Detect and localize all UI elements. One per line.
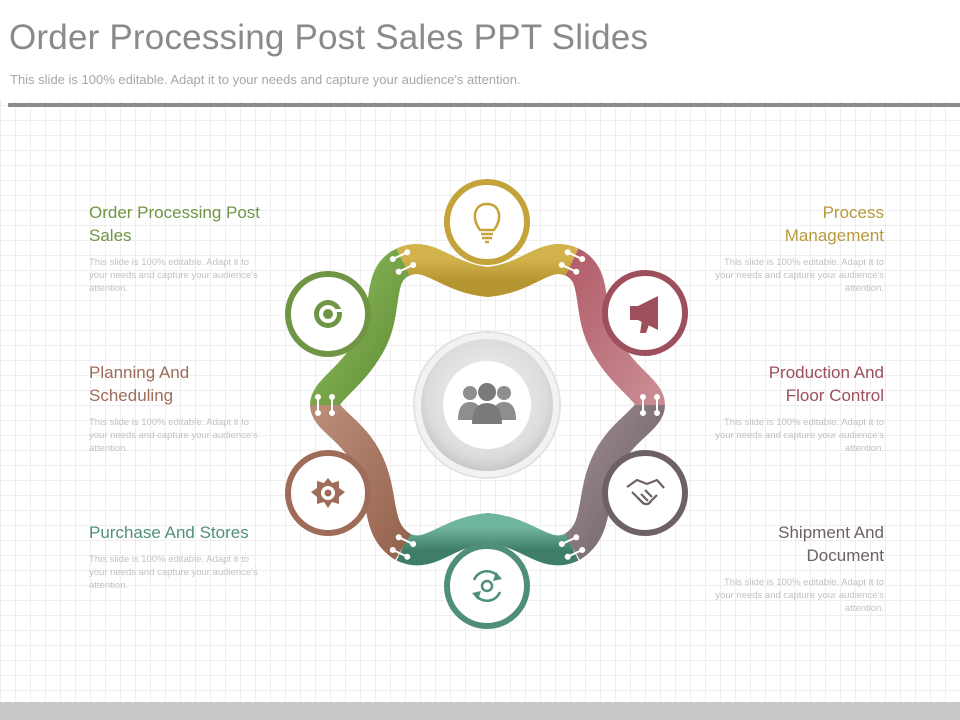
- label-purchase: Purchase And Stores This slide is 100% e…: [89, 521, 264, 592]
- label-heading: Order Processing Post Sales: [89, 203, 261, 245]
- label-production: Production And Floor Control This slide …: [709, 361, 884, 455]
- segment-gold: [396, 244, 579, 298]
- label-description: This slide is 100% editable. Adapt it to…: [89, 554, 258, 591]
- label-planning: Planning And Scheduling This slide is 10…: [89, 361, 264, 455]
- segment-mauve: [563, 402, 665, 560]
- label-description: This slide is 100% editable. Adapt it to…: [715, 577, 884, 614]
- slide-subtitle: This slide is 100% editable. Adapt it to…: [10, 72, 521, 87]
- label-shipment: Shipment And Document This slide is 100%…: [709, 521, 884, 615]
- node-lightbulb: [444, 179, 530, 265]
- node-megaphone: [602, 270, 688, 356]
- gear-eye-icon: [311, 478, 345, 508]
- node-handshake: [602, 450, 688, 536]
- slide-header: Order Processing Post Sales PPT Slides T…: [0, 0, 960, 100]
- segment-green: [310, 248, 411, 408]
- label-description: This slide is 100% editable. Adapt it to…: [715, 257, 884, 294]
- label-heading: Process Management: [784, 203, 884, 245]
- lightbulb-icon: [473, 202, 501, 244]
- label-process-management: Process Management This slide is 100% ed…: [709, 201, 884, 295]
- target-icon: [314, 300, 343, 328]
- team-icon: [458, 383, 516, 424]
- handshake-icon: [626, 478, 665, 506]
- label-heading: Production And Floor Control: [768, 363, 884, 405]
- megaphone-icon: [630, 296, 658, 333]
- node-refresh-gear: [444, 543, 530, 629]
- center-hub: [413, 331, 561, 479]
- process-diagram: [285, 179, 688, 629]
- label-heading: Shipment And Document: [778, 523, 884, 565]
- footer-bar: [0, 702, 960, 720]
- slide-title: Order Processing Post Sales PPT Slides: [9, 18, 649, 57]
- label-heading: Purchase And Stores: [89, 523, 249, 542]
- label-heading: Planning And Scheduling: [89, 363, 190, 405]
- label-order-processing: Order Processing Post Sales This slide i…: [89, 201, 264, 295]
- header-divider: [8, 103, 960, 107]
- node-gear-eye: [285, 450, 371, 536]
- stitch-joints: [315, 249, 660, 560]
- label-description: This slide is 100% editable. Adapt it to…: [89, 417, 258, 454]
- refresh-gear-icon: [472, 570, 502, 602]
- label-description: This slide is 100% editable. Adapt it to…: [715, 417, 884, 454]
- segment-maroon: [564, 248, 665, 408]
- label-description: This slide is 100% editable. Adapt it to…: [89, 257, 258, 294]
- segment-brown: [310, 402, 412, 560]
- segment-teal: [396, 512, 579, 566]
- node-target: [285, 271, 371, 357]
